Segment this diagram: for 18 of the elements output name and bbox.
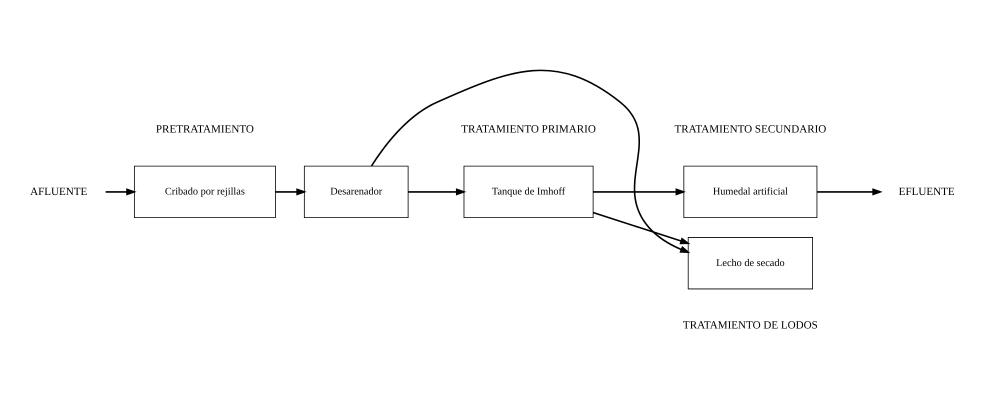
node-box: Tanque de Imhoff <box>464 165 594 218</box>
node-box: Humedal artificial <box>683 165 818 218</box>
label: PRETRATAMIENTO <box>156 122 254 135</box>
arrow <box>106 188 137 196</box>
arrow <box>370 69 690 253</box>
label: TRATAMIENTO SECUNDARIO <box>674 122 826 135</box>
arrow <box>408 188 466 196</box>
node-box: Lecho de secado <box>688 236 813 289</box>
label: TRATAMIENTO DE LODOS <box>682 319 818 332</box>
node-box: Desarenador <box>304 165 409 218</box>
node-text: EFLUENTE <box>898 185 955 198</box>
arrow <box>816 188 883 196</box>
node-box: Cribado por rejillas <box>134 165 276 218</box>
arrow <box>593 188 686 196</box>
label: TRATAMIENTO PRIMARIO <box>461 122 596 135</box>
arrow <box>593 211 690 244</box>
node-text: AFLUENTE <box>30 185 88 198</box>
arrow <box>276 188 307 196</box>
